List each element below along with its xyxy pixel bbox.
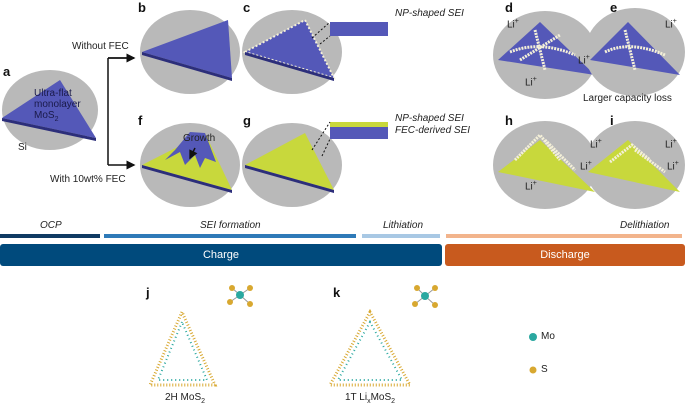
- mo-legend-icon: [529, 333, 537, 341]
- panel-b-substrate: [140, 10, 240, 94]
- 1t-unit-cell-icon: [412, 285, 438, 308]
- mo-legend-label: Mo: [541, 331, 555, 342]
- panel-a-substrate: [2, 70, 98, 150]
- li-label: Li+: [665, 18, 677, 31]
- discharge-bar: Discharge: [445, 244, 685, 266]
- panel-f-substrate: [140, 123, 240, 207]
- panel-label-c: c: [243, 0, 251, 15]
- li-label: Li+: [525, 76, 537, 89]
- panel-i-substrate: [585, 121, 685, 209]
- 2h-mos2-lattice: [147, 308, 218, 387]
- 1t-limos2-label: 1T LixMoS2: [345, 392, 396, 405]
- panel-label-d: d: [505, 0, 513, 15]
- 2h-unit-cell-icon: [227, 285, 253, 307]
- 2h-mos2-label: 2H MoS2: [165, 392, 206, 405]
- ocp-label: OCP: [40, 220, 62, 231]
- s-legend-icon: [529, 366, 537, 374]
- np-sei-label: NP-shaped SEI: [395, 8, 464, 19]
- capacity-loss-label: Larger capacity loss: [583, 93, 672, 104]
- fec-sei-label: FEC-derived SEI: [395, 125, 471, 136]
- with-fec-label: With 10wt% FEC: [50, 174, 126, 185]
- li-label: Li+: [665, 138, 677, 151]
- li-label: Li+: [507, 18, 519, 31]
- branch-arrow: [107, 57, 134, 165]
- li-label: Li+: [580, 160, 592, 173]
- li-label: Li+: [578, 54, 590, 67]
- without-fec-label: Without FEC: [72, 41, 129, 52]
- panel-d-substrate: [493, 11, 597, 99]
- panel-label-k: k: [333, 285, 341, 300]
- panel-c-substrate: [242, 10, 388, 94]
- panel-label-a: a: [3, 64, 11, 79]
- li-label: Li+: [590, 138, 602, 151]
- np-sei-label-2: NP-shaped SEI: [395, 113, 464, 124]
- panel-label-g: g: [243, 113, 251, 128]
- li-label: Li+: [525, 180, 537, 193]
- 1t-limos2-lattice: [327, 308, 413, 387]
- panel-label-b: b: [138, 0, 146, 15]
- sei-formation-label: SEI formation: [200, 220, 261, 231]
- panel-h-substrate: [493, 121, 597, 209]
- si-label: Si: [18, 142, 27, 153]
- charge-bar: Charge: [0, 244, 442, 266]
- s-legend-label: S: [541, 364, 548, 375]
- panel-g-substrate: [242, 121, 388, 207]
- panel-e-substrate: [585, 8, 685, 96]
- growth-label: Growth: [183, 133, 216, 144]
- panel-label-i: i: [610, 113, 614, 128]
- delithiation-label: Delithiation: [620, 220, 670, 231]
- li-label: Li+: [667, 160, 679, 173]
- monolayer-label: Ultra-flat monolayer MoS2: [34, 88, 81, 123]
- panel-label-h: h: [505, 113, 513, 128]
- panel-label-e: e: [610, 0, 618, 15]
- panel-label-f: f: [138, 113, 143, 128]
- lithiation-label: Lithiation: [383, 220, 424, 231]
- panel-label-j: j: [146, 285, 150, 300]
